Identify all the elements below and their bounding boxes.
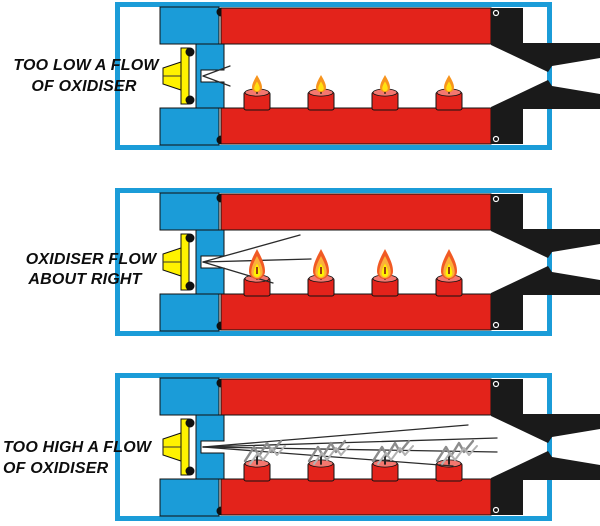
spray-line (202, 446, 454, 467)
spray-line (202, 75, 231, 87)
motor-section (118, 376, 600, 519)
spray-short (202, 65, 231, 87)
spray-line (202, 424, 469, 448)
motor-section (118, 5, 600, 148)
label-too-high-line2: OF OXIDISER (3, 460, 109, 477)
spray-line (202, 65, 231, 77)
panel-too-low (118, 5, 600, 148)
label-about-right-line2: ABOUT RIGHT (27, 271, 142, 288)
label-too-low-line1: TOO LOW A FLOW (13, 57, 160, 74)
label-too-high-line1: TOO HIGH A FLOW (3, 439, 153, 456)
panel-about-right (118, 191, 600, 334)
motor-section (118, 191, 600, 334)
spray-line (202, 437, 498, 448)
spray-line (202, 234, 301, 263)
spray-line (202, 261, 274, 284)
label-about-right-line1: OXIDISER FLOW (26, 251, 158, 268)
label-too-low-line2: OF OXIDISER (31, 78, 137, 95)
panel-too-high (118, 376, 600, 519)
